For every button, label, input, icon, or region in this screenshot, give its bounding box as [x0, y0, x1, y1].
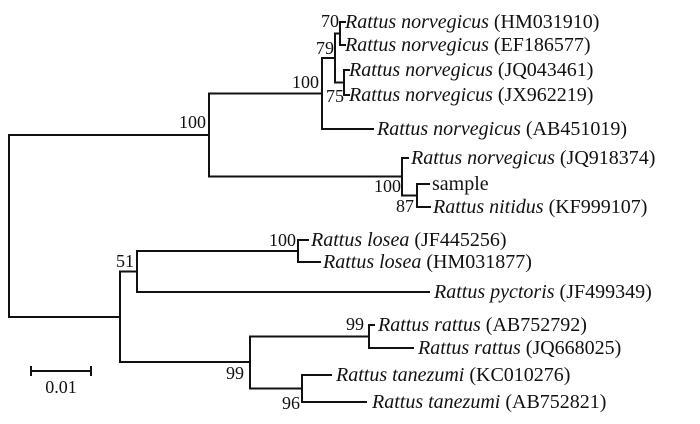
- taxon-accession: (AB752821): [500, 391, 607, 413]
- support-99-rattus: 99: [346, 314, 364, 334]
- taxon-accession: (HM031877): [421, 251, 532, 273]
- taxon-accession: (JQ043461): [492, 59, 594, 81]
- support-100-norvegicus4: 100: [292, 72, 319, 92]
- support-100-norvegicus-all: 100: [179, 112, 206, 132]
- scale-bar-label: 0.01: [45, 377, 77, 397]
- taxon-accession: (JX962219): [492, 84, 594, 106]
- taxon-norvegicus-jx962219: Rattus norvegicus (JX962219): [349, 83, 593, 107]
- taxon-norvegicus-jq043461: Rattus norvegicus (JQ043461): [349, 58, 593, 82]
- taxon-species-name: Rattus pyctoris: [434, 281, 555, 303]
- taxon-accession: (AB451019): [520, 118, 627, 140]
- support-100-losea: 100: [269, 230, 296, 250]
- taxon-species-name: Rattus losea: [323, 251, 422, 273]
- taxon-species-name: Rattus tanezumi: [372, 391, 501, 413]
- support-51: 51: [116, 251, 134, 271]
- support-99-rattus-tanezumi: 99: [226, 363, 244, 383]
- taxon-nitidus-kf999107: Rattus nitidus (KF999107): [433, 195, 647, 219]
- taxon-losea-hm031877: Rattus losea (HM031877): [323, 250, 532, 274]
- taxon-pyctoris-jf499349: Rattus pyctoris (JF499349): [434, 280, 652, 304]
- taxon-tanezumi-kc010276: Rattus tanezumi (KC010276): [336, 363, 570, 387]
- taxon-sample: sample: [432, 172, 489, 196]
- support-70: 70: [321, 11, 339, 31]
- support-87: 87: [396, 196, 414, 216]
- taxon-species-name: Rattus nitidus: [433, 196, 544, 218]
- taxon-species-name: Rattus rattus: [418, 337, 521, 359]
- support-75: 75: [326, 86, 344, 106]
- taxon-species-name: Rattus norvegicus: [349, 84, 493, 106]
- taxon-accession: (JQ918374): [554, 147, 656, 169]
- taxon-rattus-jq668025: Rattus rattus (JQ668025): [418, 336, 621, 360]
- support-96: 96: [282, 393, 300, 413]
- taxon-accession: (JF499349): [554, 281, 652, 303]
- taxon-norvegicus-ef186577: Rattus norvegicus (EF186577): [345, 33, 591, 57]
- taxon-accession: (HM031910): [488, 11, 600, 33]
- taxon-rattus-ab752792: Rattus rattus (AB752792): [378, 313, 587, 337]
- taxon-accession: (KF999107): [543, 196, 648, 218]
- taxon-norvegicus-hm031910: Rattus norvegicus (HM031910): [345, 10, 599, 34]
- taxon-species-name: Rattus norvegicus: [345, 34, 489, 56]
- support-100-jq918374-clade: 100: [374, 176, 401, 196]
- taxon-species-name: Rattus losea: [311, 229, 410, 251]
- taxon-species-name: Rattus norvegicus: [377, 118, 521, 140]
- taxon-species-name: Rattus tanezumi: [336, 364, 465, 386]
- taxon-losea-jf445256: Rattus losea (JF445256): [311, 228, 507, 252]
- taxon-accession: (JQ668025): [520, 337, 622, 359]
- taxon-species-name: Rattus rattus: [378, 314, 481, 336]
- taxon-plain-label: sample: [432, 173, 489, 195]
- taxon-accession: (KC010276): [464, 364, 571, 386]
- taxon-accession: (JF445256): [409, 229, 507, 251]
- taxon-species-name: Rattus norvegicus: [349, 59, 493, 81]
- taxon-norvegicus-ab451019: Rattus norvegicus (AB451019): [377, 117, 627, 141]
- taxon-species-name: Rattus norvegicus: [411, 147, 555, 169]
- taxon-accession: (AB752792): [480, 314, 587, 336]
- support-79: 79: [316, 38, 334, 58]
- taxon-species-name: Rattus norvegicus: [345, 11, 489, 33]
- taxon-accession: (EF186577): [488, 34, 591, 56]
- taxon-norvegicus-jq918374: Rattus norvegicus (JQ918374): [411, 146, 655, 170]
- taxon-tanezumi-ab752821: Rattus tanezumi (AB752821): [372, 390, 606, 414]
